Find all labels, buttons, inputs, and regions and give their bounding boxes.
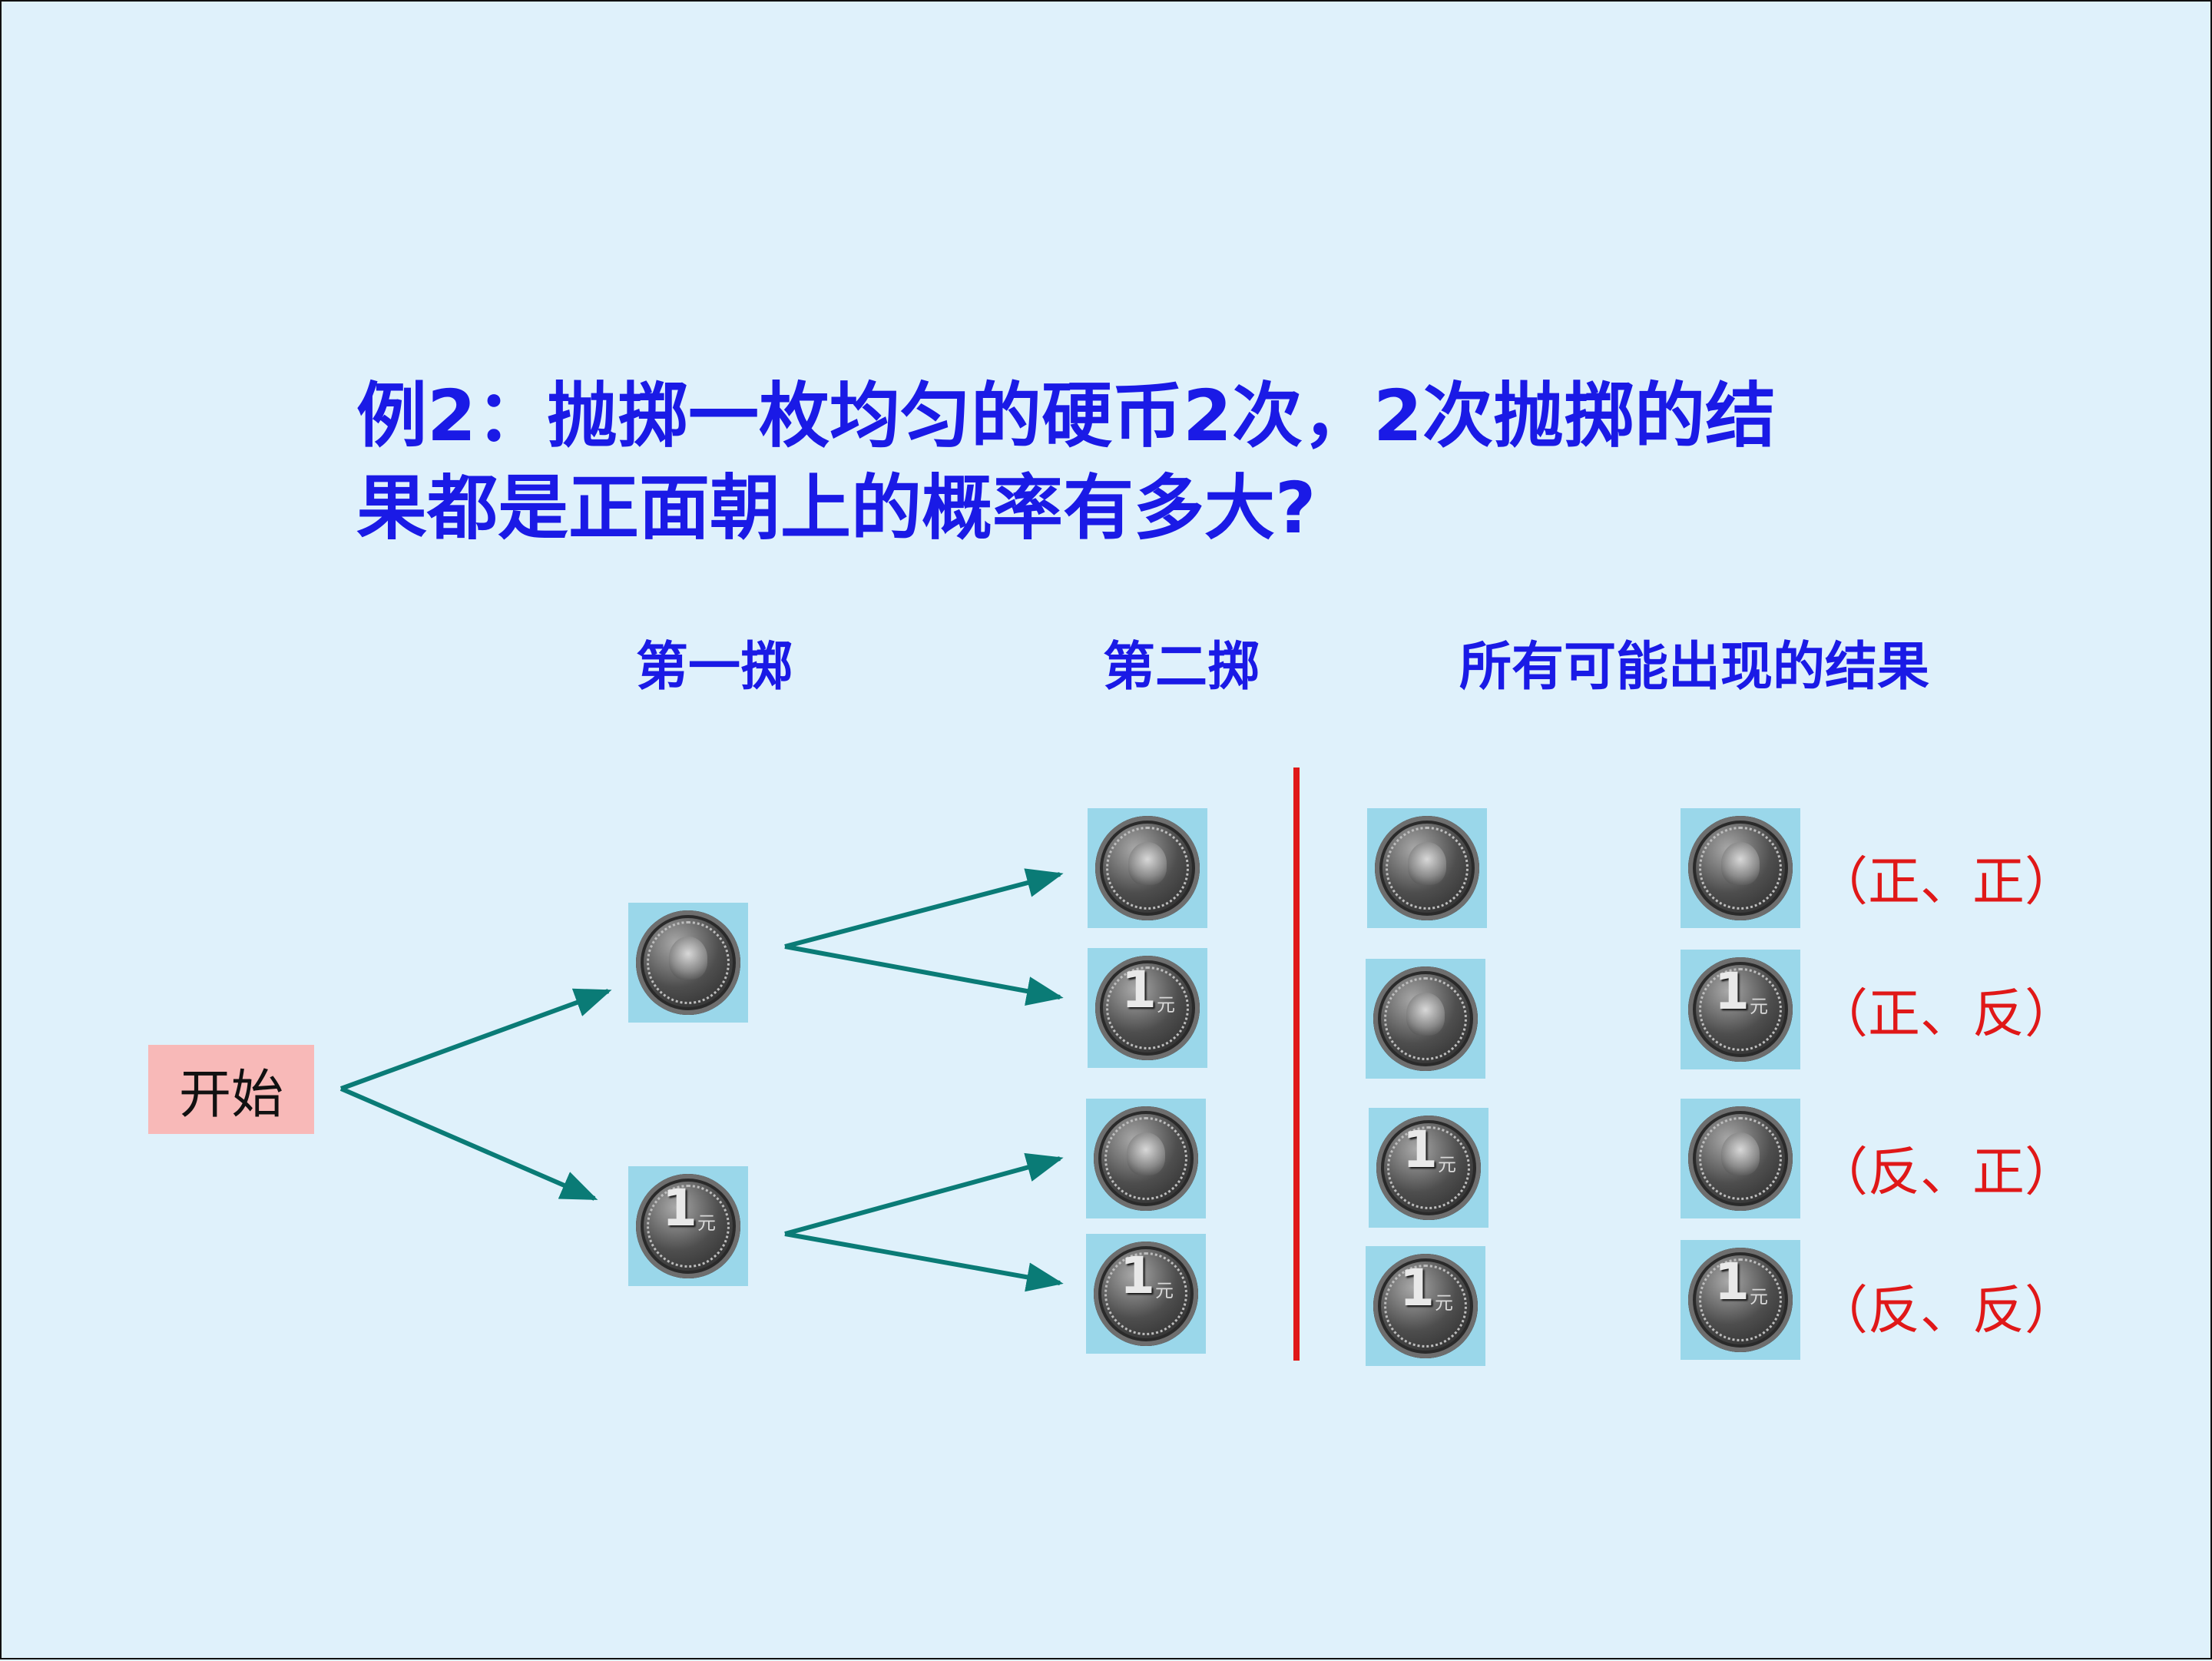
start-label: 开始 [178,1064,283,1126]
coin-outcome-1-first [1367,808,1487,928]
header-second-toss: 第二掷 [1103,637,1260,698]
result-label-3: （反、正） [1816,1142,2078,1203]
arrow-start-to-first-heads [339,988,612,1091]
divider-line [1293,768,1300,1361]
coin-heads-icon [1373,966,1478,1071]
coin-heads-icon [1375,816,1479,920]
result-label-2: （正、反） [1816,984,2078,1045]
coin-heads-icon [636,910,740,1015]
question-line-2: 果都是正面朝上的概率有多大? [356,467,1316,549]
coin-heads-icon [1688,1106,1793,1211]
coin-outcome-3-second [1681,1099,1800,1218]
header-all-outcomes: 所有可能出现的结果 [1459,637,1930,698]
result-label-1: （正、正） [1816,852,2078,913]
arrow-heads-to-second-tails [784,944,1064,1006]
arrow-start-to-first-tails [339,1086,598,1201]
arrow-tails-to-second-tails [784,1232,1064,1292]
result-label-4: （反、反） [1816,1281,2078,1341]
coin-second-toss-1 [1088,808,1207,928]
coin-heads-icon [1094,1106,1198,1211]
header-first-toss: 第一掷 [636,637,793,698]
coin-outcome-1-second [1681,808,1800,928]
coin-heads-icon [1095,816,1200,920]
arrow-heads-to-second-heads [784,868,1064,949]
question-line-1: 例2：抛掷一枚均匀的硬币2次，2次抛掷的结 [356,375,1777,457]
arrow-tails-to-second-heads [784,1152,1064,1236]
coin-second-toss-3 [1086,1099,1206,1218]
coin-heads-icon [1688,816,1793,920]
coin-first-toss-heads [628,903,748,1023]
start-box: 开始 [148,1045,314,1134]
coin-outcome-2-first [1366,959,1485,1079]
question-text: 例2：抛掷一枚均匀的硬币2次，2次抛掷的结 果都是正面朝上的概率有多大? [356,370,1892,555]
